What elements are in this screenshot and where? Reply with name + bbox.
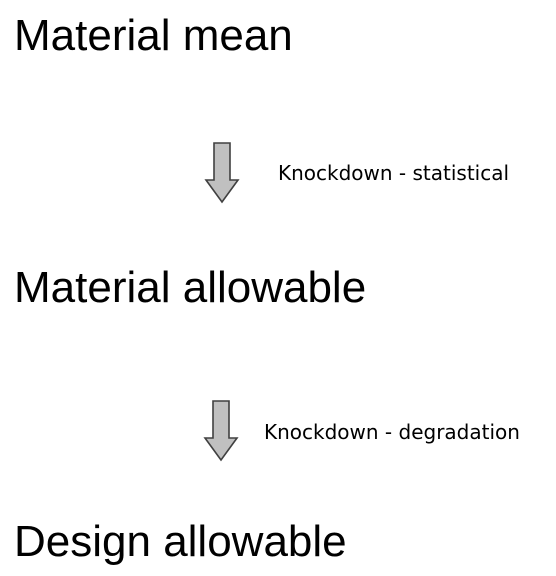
step-label-statistical: Knockdown - statistical	[278, 161, 510, 185]
down-arrow-icon	[203, 400, 239, 462]
step-label-degradation: Knockdown - degradation	[264, 420, 520, 444]
stage-material-allowable: Material allowable	[14, 263, 367, 312]
stage-design-allowable: Design allowable	[14, 517, 347, 566]
down-arrow-icon	[204, 142, 240, 204]
stage-material-mean: Material mean	[14, 11, 293, 60]
